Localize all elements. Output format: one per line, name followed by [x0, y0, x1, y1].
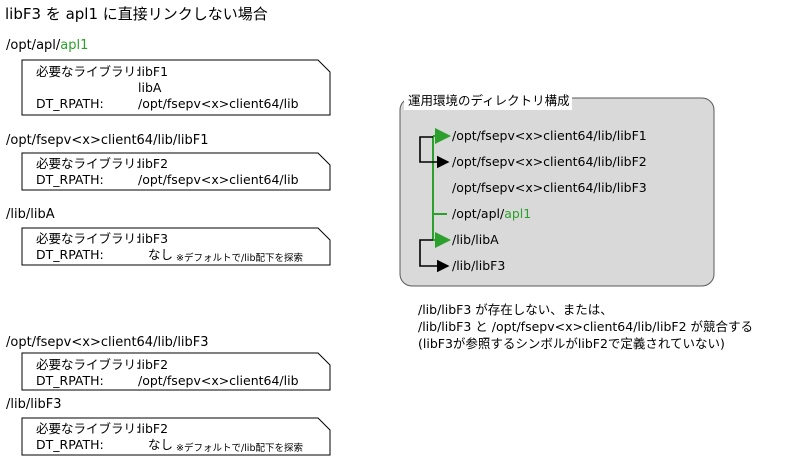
rpath-label: DT_RPATH:	[36, 247, 104, 262]
section-libf1-path: /opt/fsepv<x>client64/lib/libF1	[6, 133, 209, 148]
needed-lib-value: libF3	[138, 231, 169, 246]
needed-libs-label: 必要なライブラリ:	[36, 357, 141, 372]
needed-lib-value: libF2	[138, 421, 169, 436]
needed-libs-label: 必要なライブラリ:	[36, 231, 141, 246]
section-apl1-box	[21, 59, 331, 116]
rpath-value: なし	[148, 247, 174, 262]
apl-highlight: apl1	[504, 206, 532, 221]
rpath-value: なし	[148, 437, 174, 452]
env-entry: /lib/libF3	[452, 258, 506, 273]
rpath-label: DT_RPATH:	[36, 96, 104, 111]
apl-prefix: /opt/apl/	[452, 206, 505, 221]
env-entry: /lib/libA	[452, 232, 499, 247]
needed-lib-value: libF1	[138, 64, 169, 79]
env-entry-apl1: /opt/apl/apl1	[452, 206, 531, 222]
needed-lib-value: libF2	[138, 357, 169, 372]
section-lib-libf3-box	[21, 417, 331, 456]
needed-lib-value: libF2	[138, 156, 169, 171]
env-entry: /opt/fsepv<x>client64/lib/libF2	[452, 154, 647, 169]
section-lib-libf3-path: /lib/libF3	[6, 397, 62, 412]
needed-libs-label: 必要なライブラリ:	[36, 156, 141, 171]
path-prefix: /opt/apl/	[6, 38, 61, 53]
section-libf3-box	[21, 352, 331, 391]
arrow-libf1-to-libf2	[419, 136, 450, 169]
search-note: ※デフォルトで/lib配下を探索	[176, 443, 303, 454]
needed-libs-label: 必要なライブラリ:	[36, 64, 141, 79]
env-panel-title-bg	[404, 90, 572, 110]
rpath-label: DT_RPATH:	[36, 373, 104, 388]
section-liba-box	[21, 227, 331, 266]
footnote-line: (libF3が参照するシンボルがlibF2で定義されていない)	[418, 336, 725, 351]
rpath-label: DT_RPATH:	[36, 172, 104, 187]
footnote-line: /lib/libF3 と /opt/fsepv<x>client64/lib/l…	[418, 319, 753, 334]
env-entry: /opt/fsepv<x>client64/lib/libF1	[452, 128, 647, 143]
needed-libs-label: 必要なライブラリ:	[36, 421, 141, 436]
section-libf3-path: /opt/fsepv<x>client64/lib/libF3	[6, 335, 209, 350]
section-libf1-box	[21, 152, 331, 191]
rpath-label: DT_RPATH:	[36, 437, 104, 452]
page-title: libF3 を apl1 に直接リンクしない場合	[5, 5, 268, 23]
env-panel-title: 運用環境のディレクトリ構成	[408, 93, 570, 108]
env-entry: /opt/fsepv<x>client64/lib/libF3	[452, 180, 647, 195]
needed-lib-value: libA	[138, 80, 162, 95]
rpath-value: /opt/fsepv<x>client64/lib	[138, 373, 299, 388]
path-highlight: apl1	[60, 38, 89, 53]
footnote-line: /lib/libF3 が存在しない、または、	[418, 302, 613, 317]
section-apl1-path: /opt/apl/apl1	[6, 38, 88, 53]
search-note: ※デフォルトで/lib配下を探索	[176, 253, 303, 264]
rpath-value: /opt/fsepv<x>client64/lib	[138, 96, 299, 111]
rpath-value: /opt/fsepv<x>client64/lib	[138, 172, 299, 187]
section-liba-path: /lib/libA	[6, 207, 55, 222]
arrow-liba-to-libf3	[419, 239, 450, 273]
